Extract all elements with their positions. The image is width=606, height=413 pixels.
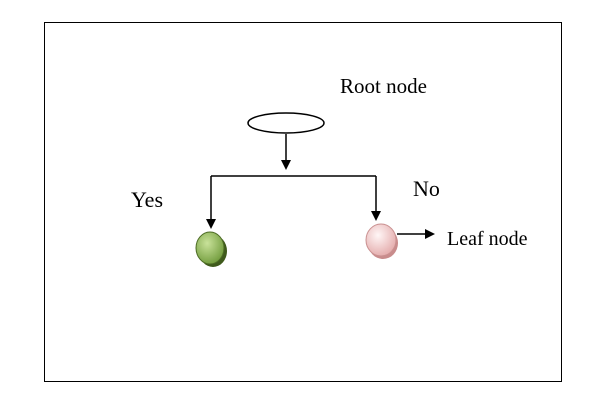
leaf-node-label: Leaf node bbox=[447, 228, 528, 250]
yes-label: Yes bbox=[131, 187, 163, 212]
diagram-frame bbox=[44, 22, 562, 382]
yes-node bbox=[195, 231, 225, 265]
leaf-node bbox=[365, 223, 397, 257]
root-node-label: Root node bbox=[340, 74, 427, 98]
root-node bbox=[247, 112, 325, 134]
no-label: No bbox=[413, 176, 440, 201]
